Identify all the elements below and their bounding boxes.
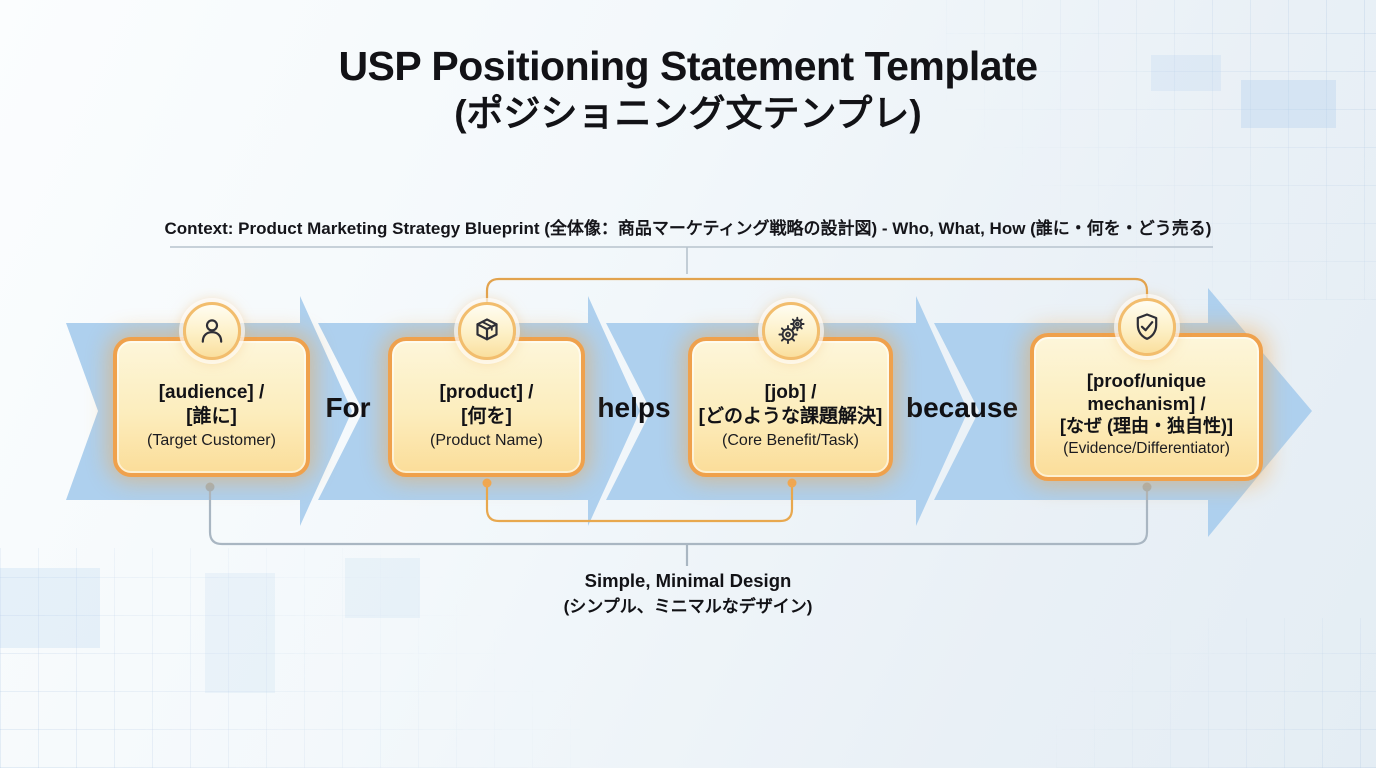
footer-note-ja: (シンプル、ミニマルなデザイン) bbox=[563, 597, 813, 616]
gears-icon bbox=[761, 302, 820, 360]
step-label-en: [job] / bbox=[764, 381, 817, 403]
package-icon bbox=[457, 302, 516, 360]
page-title: USP Positioning Statement Template bbox=[338, 43, 1038, 89]
connector-word-because: because bbox=[905, 392, 1019, 423]
step-box-product: [product] / [何を] (Product Name) bbox=[388, 302, 585, 477]
footer-note-en: Simple, Minimal Design bbox=[584, 570, 792, 591]
step-sublabel: (Target Customer) bbox=[147, 431, 276, 449]
shield-check-icon bbox=[1117, 298, 1176, 356]
step-label-en: [audience] / bbox=[158, 381, 265, 403]
bracket-dot bbox=[787, 478, 797, 488]
bracket-dot bbox=[482, 478, 492, 488]
step-box-proof: [proof/unique mechanism] / [なぜ (理由・独自性)]… bbox=[1030, 298, 1263, 481]
connector-word-helps: helps bbox=[597, 392, 671, 423]
design-note-bracket bbox=[208, 487, 1149, 546]
connector-word-for: For bbox=[325, 392, 371, 423]
step-box-job: [job] / [どのような課題解決] (Core Benefit/Task) bbox=[688, 302, 893, 477]
context-to-steps-bracket bbox=[485, 277, 1149, 306]
bracket-dot bbox=[205, 482, 215, 492]
step-sublabel: (Core Benefit/Task) bbox=[722, 431, 859, 449]
footer-note: Simple, Minimal Design (シンプル、ミニマルなデザイン) bbox=[0, 570, 1376, 617]
step-label-en: [proof/unique mechanism] / bbox=[1086, 370, 1207, 415]
bracket-dot bbox=[1142, 482, 1152, 492]
step-label-ja: [なぜ (理由・独自性)] bbox=[1060, 416, 1233, 437]
user-icon bbox=[182, 302, 241, 360]
step-sublabel: (Evidence/Differentiator) bbox=[1063, 439, 1230, 457]
context-note: Context: Product Marketing Strategy Blue… bbox=[164, 219, 1212, 238]
title-block: USP Positioning Statement Template (ポジショ… bbox=[0, 42, 1376, 137]
step-label-ja: [誰に] bbox=[186, 406, 237, 428]
step-label-en: [product] / bbox=[439, 381, 534, 403]
step-box-audience: [audience] / [誰に] (Target Customer) bbox=[113, 302, 310, 477]
product-job-bracket bbox=[485, 483, 794, 523]
step-label-ja: [どのような課題解決] bbox=[698, 406, 883, 428]
step-label-ja: [何を] bbox=[461, 406, 512, 428]
step-sublabel: (Product Name) bbox=[430, 431, 543, 449]
page-title-japanese: (ポジショニング文テンプレ) bbox=[454, 93, 922, 135]
